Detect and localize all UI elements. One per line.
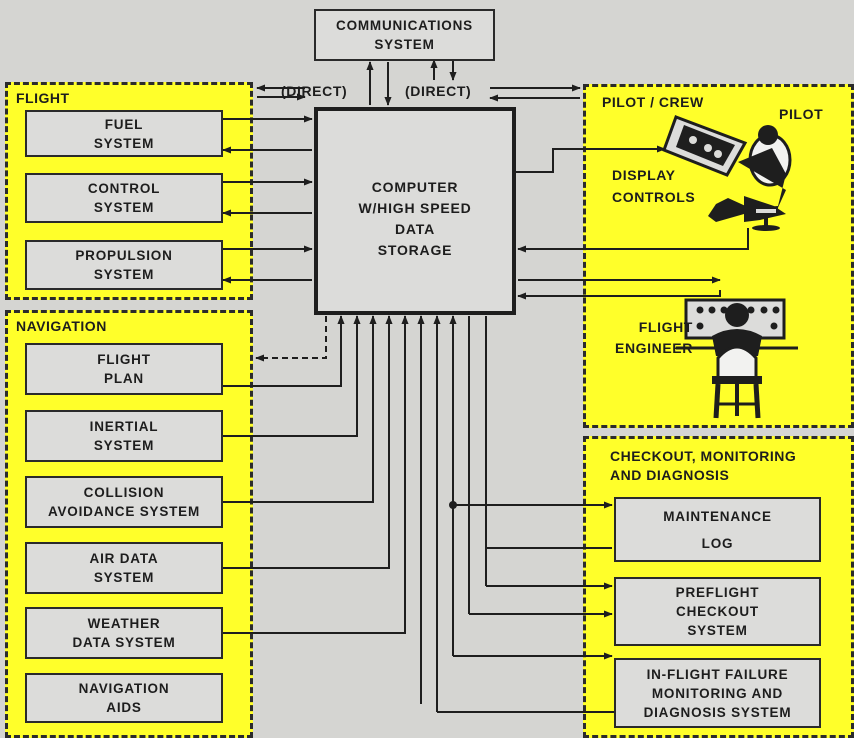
propulsion-system-box: PROPULSION SYSTEM bbox=[25, 240, 223, 290]
inertial-system-box: INERTIAL SYSTEM bbox=[25, 410, 223, 462]
junction-dot bbox=[449, 501, 457, 509]
weather-data-system-box: WEATHER DATA SYSTEM bbox=[25, 607, 223, 659]
direct-label-left: (DIRECT) bbox=[281, 81, 347, 101]
direct-label-right: (DIRECT) bbox=[405, 81, 471, 101]
display-controls-label: DISPLAY CONTROLS bbox=[612, 164, 695, 208]
control-system-box: CONTROL SYSTEM bbox=[25, 173, 223, 223]
computer-box: COMPUTER W/HIGH SPEED DATA STORAGE bbox=[314, 107, 516, 315]
in-flight-failure-monitoring-box: IN-FLIGHT FAILURE MONITORING AND DIAGNOS… bbox=[614, 658, 821, 728]
communications-system-box: COMMUNICATIONS SYSTEM bbox=[314, 9, 495, 61]
maintenance-log-box: MAINTENANCE LOG bbox=[614, 497, 821, 562]
flight-plan-box: FLIGHT PLAN bbox=[25, 343, 223, 395]
flight-engineer-label: FLIGHT ENGINEER bbox=[615, 317, 693, 359]
flight-engineer-figure bbox=[676, 300, 798, 418]
pilot-label: PILOT bbox=[779, 104, 823, 124]
fuel-system-box: FUEL SYSTEM bbox=[25, 110, 223, 157]
computer-label: COMPUTER W/HIGH SPEED DATA STORAGE bbox=[318, 177, 512, 261]
preflight-checkout-system-box: PREFLIGHT CHECKOUT SYSTEM bbox=[614, 577, 821, 646]
air-data-system-box: AIR DATA SYSTEM bbox=[25, 542, 223, 594]
navigation-aids-box: NAVIGATION AIDS bbox=[25, 673, 223, 723]
collision-avoidance-system-box: COLLISION AVOIDANCE SYSTEM bbox=[25, 476, 223, 528]
